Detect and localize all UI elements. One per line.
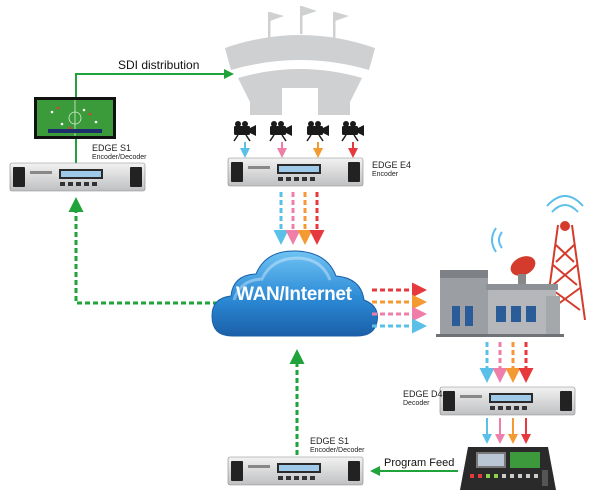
stadium-icon bbox=[225, 6, 375, 115]
edge-s1-bottom-title: EDGE S1 bbox=[310, 436, 350, 446]
encoder-device-icon bbox=[227, 456, 364, 486]
edge-e4-title: EDGE E4 bbox=[372, 160, 412, 170]
cloud-icon bbox=[211, 250, 378, 337]
edge-d4-title: EDGE D4 bbox=[403, 389, 443, 399]
encoder-device-icon bbox=[439, 386, 576, 416]
edge-s1-bottom-label: EDGE S1 Encoder/Decoder bbox=[310, 436, 365, 455]
s1-top-link-arrow bbox=[68, 197, 226, 305]
encoder-device-icon bbox=[227, 157, 364, 187]
station-to-d4-arrows bbox=[479, 342, 534, 383]
camera-icon bbox=[306, 121, 329, 142]
sdi-distribution-label: SDI distribution bbox=[118, 58, 200, 72]
production-switcher-icon bbox=[460, 447, 556, 490]
camera-icon bbox=[341, 121, 364, 142]
edge-e4-label: EDGE E4 Encoder bbox=[372, 160, 412, 179]
cloud-to-station-arrows bbox=[372, 282, 427, 334]
edge-s1-top-label: EDGE S1 Encoder/Decoder bbox=[92, 143, 147, 162]
wan-internet-label: WAN/Internet bbox=[236, 284, 352, 305]
edge-s1-top-title: EDGE S1 bbox=[92, 143, 132, 153]
d4-to-switcher-arrows bbox=[482, 418, 531, 444]
edge-s1-bottom-subtitle: Encoder/Decoder bbox=[310, 446, 365, 454]
edge-d4-label: EDGE D4 Decoder bbox=[403, 389, 443, 408]
broadcast-station-icon bbox=[436, 195, 586, 337]
program-feed-label: Program Feed bbox=[384, 457, 455, 469]
edge-e4-subtitle: Encoder bbox=[372, 170, 399, 178]
encoder-device-icon bbox=[9, 162, 146, 192]
sdi-distribution-arrow bbox=[75, 69, 234, 163]
camera-icon bbox=[233, 121, 256, 142]
e4-to-cloud-arrows bbox=[273, 192, 325, 245]
tv-monitor-icon bbox=[34, 97, 116, 139]
camera-row bbox=[233, 121, 364, 142]
camera-feed-arrows bbox=[240, 142, 358, 158]
edge-s1-top-subtitle: Encoder/Decoder bbox=[92, 153, 147, 161]
edge-d4-subtitle: Decoder bbox=[403, 399, 430, 407]
camera-icon bbox=[269, 121, 292, 142]
